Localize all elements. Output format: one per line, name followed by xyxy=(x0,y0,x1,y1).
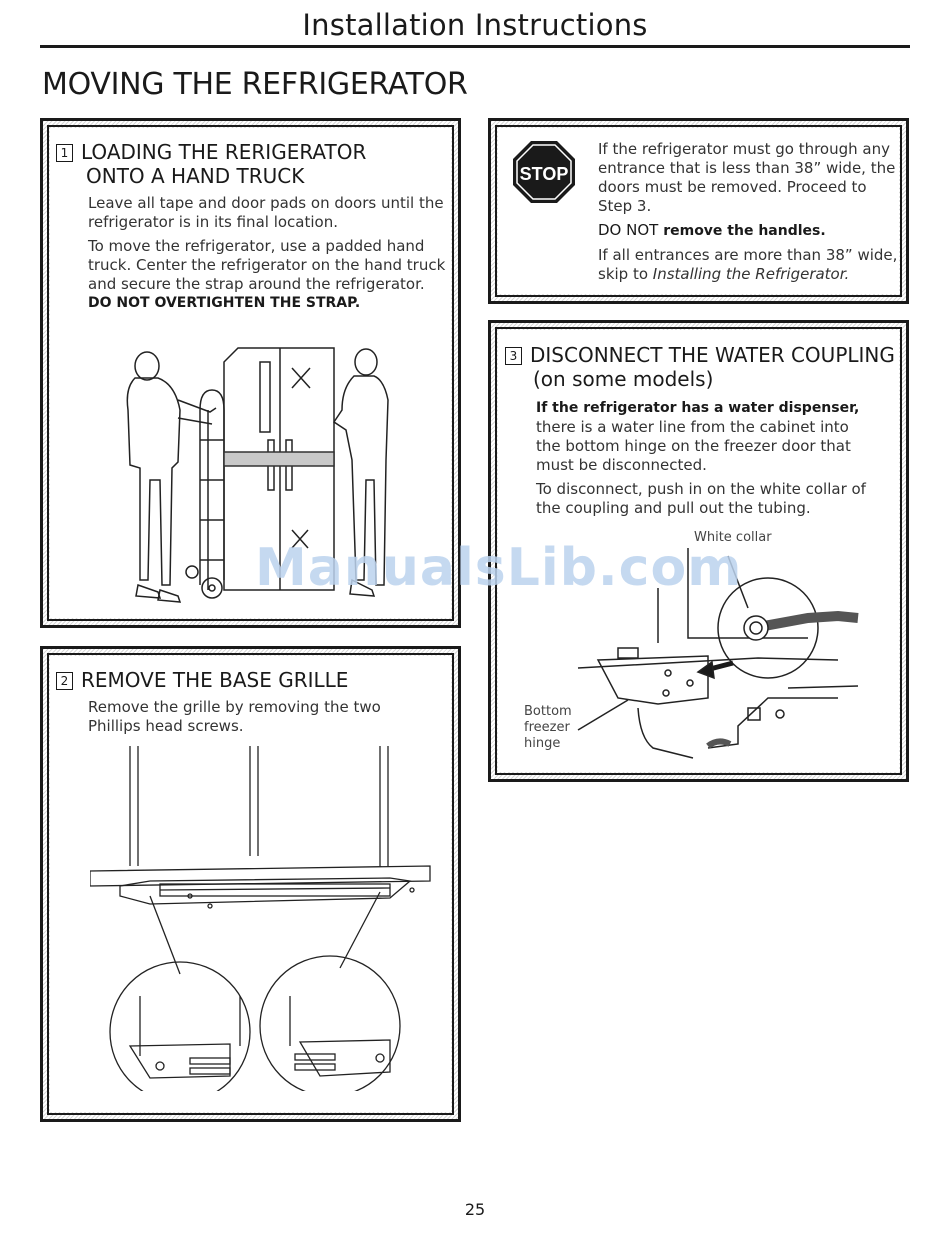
stop-notice-body: If the refrigerator must go through any … xyxy=(598,140,898,289)
step1-body: Leave all tape and door pads on doors un… xyxy=(88,194,448,318)
page-header-title: Installation Instructions xyxy=(302,8,648,42)
base-grille-illustration xyxy=(90,746,431,1091)
step3-number-box: 3 xyxy=(505,347,522,365)
stop-notice-paragraph-3: If all entrances are more than 38” wide,… xyxy=(598,246,898,284)
stop-notice-paragraph-1: If the refrigerator must go through any … xyxy=(598,140,896,215)
stop-notice-paragraph-2: DO NOT remove the handles. xyxy=(598,221,898,241)
stop-notice-do-not: DO NOT xyxy=(598,221,659,239)
step2-number-box: 2 xyxy=(56,672,73,690)
step2-paragraph-1: Remove the grille by removing the two Ph… xyxy=(88,698,381,735)
step1-title-line1: LOADING THE RERIGERATOR xyxy=(81,140,367,164)
step3-dispenser-text: there is a water line from the cabinet i… xyxy=(536,418,851,474)
step3-dispenser-note: If the refrigerator has a water dispense… xyxy=(536,400,860,416)
step1-title-line2: ONTO A HAND TRUCK xyxy=(86,164,305,188)
step2-panel: 2 REMOVE THE BASE GRILLE Remove the grill… xyxy=(40,646,461,1122)
step3-panel: 3 DISCONNECT THE WATER COUPLING (on some … xyxy=(488,320,909,782)
stop-notice-inner: STOP If the refrigerator must go through… xyxy=(498,128,899,294)
step3-body: If the refrigerator has a water dispense… xyxy=(536,398,876,523)
bottom-freezer-hinge-label: Bottom freezer hinge xyxy=(524,704,572,752)
hinge-label-line3: hinge xyxy=(524,736,561,751)
step1-paragraph-2: To move the refrigerator, use a padded h… xyxy=(88,237,446,293)
installing-link[interactable]: Installing the Refrigerator. xyxy=(652,265,850,283)
stop-notice-panel: STOP If the refrigerator must go through… xyxy=(488,118,909,304)
step1-panel: 1 LOADING THE RERIGERATOR ONTO A HAND TRU… xyxy=(40,118,461,628)
step1-heading: 1 LOADING THE RERIGERATOR ONTO A HAND TRU… xyxy=(56,140,456,188)
stop-sign-icon: STOP xyxy=(513,141,575,203)
step1-warning: DO NOT OVERTIGHTEN THE STRAP. xyxy=(88,295,361,311)
step3-paragraph-2: To disconnect, push in on the white coll… xyxy=(536,480,866,517)
step2-body: Remove the grille by removing the two Ph… xyxy=(88,698,438,741)
section-title: MOVING THE REFRIGERATOR xyxy=(42,67,468,102)
step2-title: REMOVE THE BASE GRILLE xyxy=(81,668,349,692)
step2-heading: 2 REMOVE THE BASE GRILLE xyxy=(56,668,456,692)
stop-notice-handles: remove the handles. xyxy=(658,223,826,239)
step1-panel-inner: 1 LOADING THE RERIGERATOR ONTO A HAND TRU… xyxy=(50,128,451,618)
watermark: ManualsLib.com xyxy=(255,538,743,598)
step2-panel-inner: 2 REMOVE THE BASE GRILLE Remove the grill… xyxy=(50,656,451,1112)
step1-number-box: 1 xyxy=(56,144,73,162)
step3-title-line1: DISCONNECT THE WATER COUPLING xyxy=(530,343,895,367)
stop-notice-skip-text: If all entrances are more than 38” wide,… xyxy=(598,246,898,283)
white-collar-label: White collar xyxy=(694,530,772,545)
step3-title-line2: (on some models) xyxy=(533,367,714,391)
step3-panel-inner: 3 DISCONNECT THE WATER COUPLING (on some … xyxy=(498,330,899,772)
stop-sign-text: STOP xyxy=(520,164,569,184)
step3-heading: 3 DISCONNECT THE WATER COUPLING (on some … xyxy=(505,343,905,391)
water-coupling-illustration xyxy=(577,548,859,759)
page-number: 25 xyxy=(464,1200,486,1219)
header-rule xyxy=(40,45,910,48)
hinge-label-line2: freezer xyxy=(524,720,570,735)
hand-truck-illustration xyxy=(126,347,389,603)
hinge-label-line1: Bottom xyxy=(524,704,572,719)
step3-paragraph-1: If the refrigerator has a water dispense… xyxy=(536,398,876,475)
step1-paragraph-1: Leave all tape and door pads on doors un… xyxy=(88,194,444,231)
